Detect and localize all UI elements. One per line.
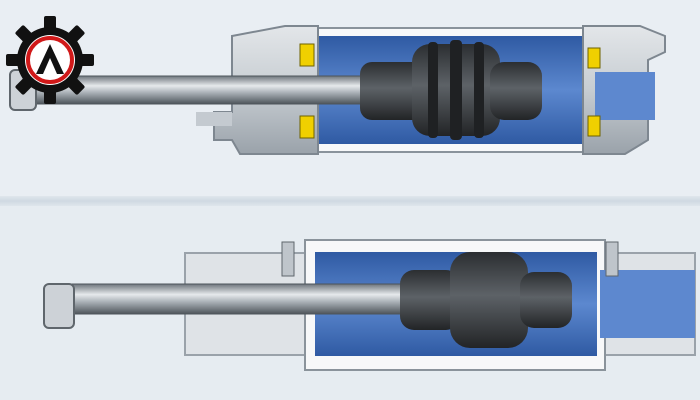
piston-boss-left-bottom	[400, 270, 460, 330]
seal-front-lower	[299, 115, 315, 139]
rod-end-nut-bottom	[43, 283, 75, 329]
panel-divider	[0, 196, 700, 206]
screw-rear	[605, 241, 619, 277]
cylinder-cutaway-bottom	[43, 239, 696, 371]
piston-boss-right-top	[490, 62, 542, 120]
piston-groove-3	[474, 42, 484, 138]
rear-port-bottom	[600, 270, 695, 338]
piston-boss-left-top	[360, 62, 426, 120]
seal-front-upper	[299, 43, 315, 67]
gear-ring	[26, 36, 74, 84]
gear-logo	[6, 16, 94, 104]
piston-rod-bottom	[65, 283, 447, 315]
cylinder-cutaway-top	[9, 25, 666, 155]
piston-groove-1	[428, 42, 438, 138]
rear-port-top	[595, 72, 655, 120]
seal-rear-upper	[587, 47, 601, 69]
front-flange-top	[196, 112, 232, 126]
seal-rear-lower	[587, 115, 601, 137]
screw-front	[281, 241, 295, 277]
piston-body-bottom	[450, 252, 528, 348]
piston-boss-right-bottom	[520, 272, 572, 328]
letter-a-mark	[36, 44, 64, 74]
piston-groove-2	[450, 40, 462, 140]
gear-inner	[25, 35, 75, 85]
